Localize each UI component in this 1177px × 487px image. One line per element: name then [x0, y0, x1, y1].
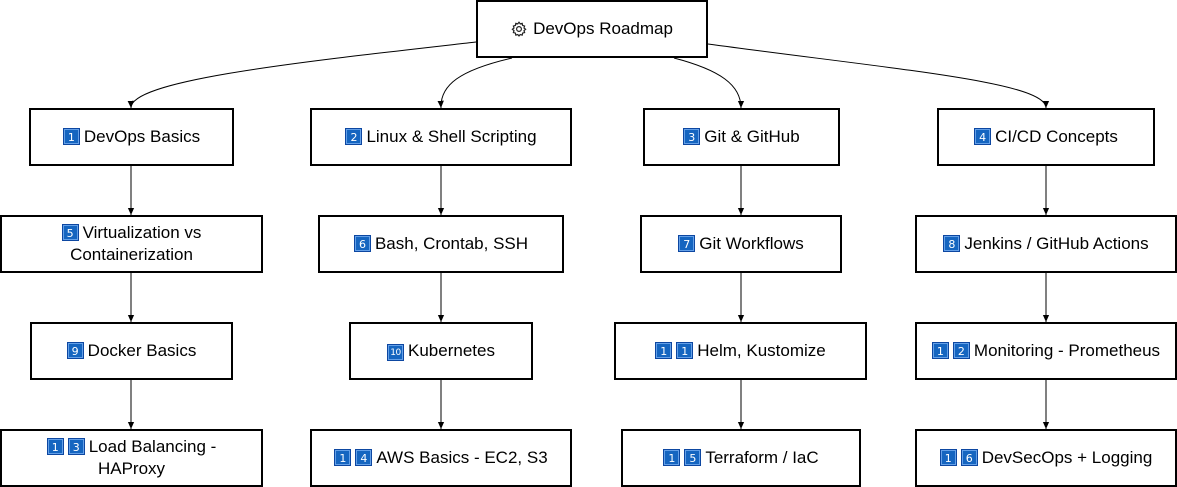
step-badge: 3	[683, 128, 701, 145]
root-label: DevOps Roadmap	[533, 19, 673, 38]
step-badge: 6	[353, 235, 371, 252]
step-badge: 5	[61, 224, 79, 241]
step-badge: 10	[387, 344, 405, 361]
node-label: Helm, Kustomize	[697, 341, 826, 360]
node-label: DevOps Basics	[83, 127, 201, 146]
step-badge: 1	[676, 342, 694, 359]
step-badge: 2	[345, 128, 363, 145]
step-badge: 1	[939, 449, 957, 466]
step-badge: 7	[678, 235, 696, 252]
step-badge: 1	[931, 342, 949, 359]
node-label: Git Workflows	[699, 234, 804, 253]
node-label: Bash, Crontab, SSH	[374, 234, 529, 253]
node-label: Monitoring - Prometheus	[973, 341, 1161, 360]
edge-root-devops-basics	[127, 41, 477, 109]
step-badge: 1	[62, 128, 80, 145]
root-node-devops-roadmap[interactable]: DevOps Roadmap	[476, 0, 708, 58]
node-label: Git & GitHub	[704, 127, 800, 146]
step-badge: 6	[960, 449, 978, 466]
node-label: Kubernetes	[408, 341, 495, 360]
gear-icon	[511, 21, 527, 37]
step-badge: 1	[663, 449, 681, 466]
node-label: Terraform / IaC	[705, 448, 819, 467]
step-badge: 9	[66, 342, 84, 359]
edge-root-linux	[437, 57, 513, 109]
edge-root-cicd	[707, 43, 1050, 109]
node-label: AWS Basics - EC2, S3	[376, 448, 548, 467]
node-label: Docker Basics	[87, 341, 197, 360]
step-badge: 1	[655, 342, 673, 359]
node-label: DevSecOps + Logging	[981, 448, 1153, 467]
node-label: CI/CD Concepts	[995, 127, 1118, 146]
step-badge: 2	[952, 342, 970, 359]
step-badge: 3	[67, 438, 85, 455]
node-label: Jenkins / GitHub Actions	[964, 234, 1149, 253]
node-label: Linux & Shell Scripting	[366, 127, 537, 146]
node-label: Load Balancing -	[88, 437, 217, 456]
step-badge: 1	[334, 449, 352, 466]
node-label: Virtualization vs	[82, 223, 202, 242]
step-badge: 4	[974, 128, 992, 145]
step-badge: 1	[46, 438, 64, 455]
node-label-line2: Containerization	[70, 245, 193, 264]
step-badge: 8	[943, 235, 961, 252]
step-badge: 5	[684, 449, 702, 466]
node-label-line2: HAProxy	[97, 459, 166, 478]
edge-root-git	[673, 57, 745, 109]
step-badge: 4	[355, 449, 373, 466]
